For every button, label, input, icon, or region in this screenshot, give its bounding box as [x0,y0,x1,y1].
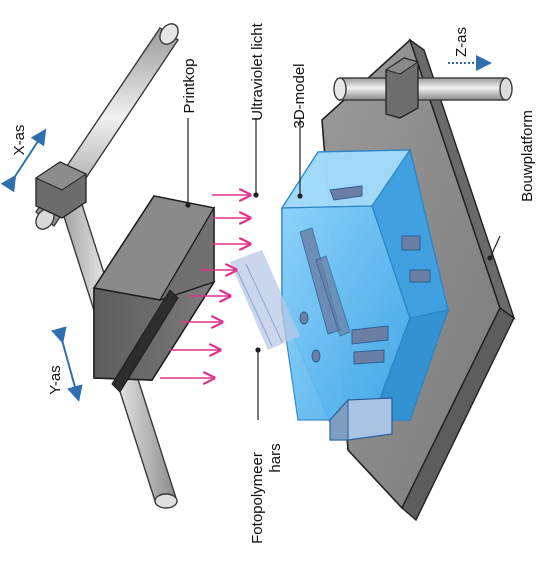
label-resin-line2: hars [267,443,284,472]
uv-light-rays [160,195,250,378]
y-axis-arrow [51,326,83,402]
label-uv-light: Ultraviolet licht [249,22,266,120]
print-head [92,195,216,393]
label-y-axis: Y-as [47,365,64,394]
x-axis-arrow [0,128,47,193]
label-bouwplatform: Bouwplatform [519,110,536,202]
resin-layer [230,250,300,350]
label-printkop: Printkop [181,58,198,113]
3d-model [280,148,449,441]
z-axis-shaft [333,57,513,119]
label-3d-model: 3D-model [291,63,308,128]
leader-lines [185,118,501,420]
label-z-axis: Z-as [453,27,470,57]
label-x-axis: X-as [11,125,28,156]
junction-block [34,161,88,219]
label-resin-line1: Fotopolymeer [249,452,266,544]
